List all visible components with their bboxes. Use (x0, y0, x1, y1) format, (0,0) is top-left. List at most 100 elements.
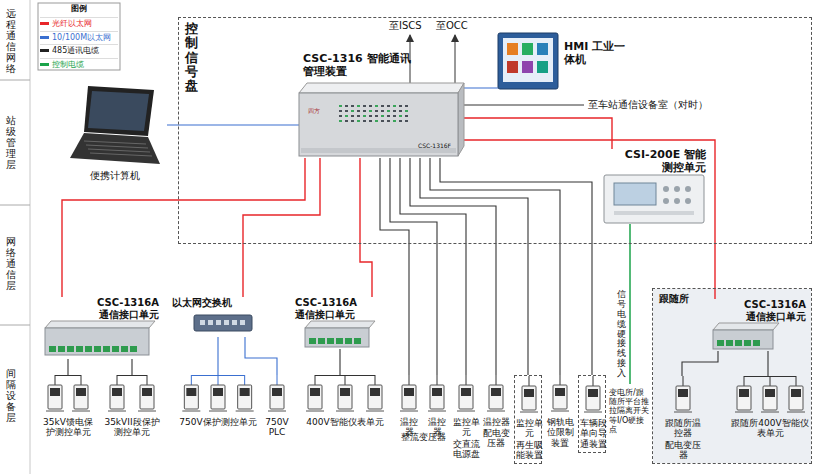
device-display (310, 388, 320, 396)
screen-tile (507, 61, 518, 73)
device-base (428, 411, 446, 412)
device-base (72, 411, 90, 412)
device-display (370, 388, 380, 396)
legend-row: 10/100M以太网 (40, 31, 118, 45)
status-led (339, 105, 342, 107)
device-base (306, 411, 324, 412)
network-link (243, 158, 320, 297)
status-led (387, 110, 390, 112)
plain-label: 变电所/跟随所平台推拉隔离开关等I/O硬接点 (609, 388, 649, 434)
field-device: 35kV馈电保护测控单元 (42, 375, 94, 441)
terminal-block (327, 338, 334, 344)
laptop-base (70, 133, 160, 164)
field-device: 跟随所400V智能仪表单元 (731, 376, 809, 442)
status-led (369, 115, 372, 117)
status-led (381, 105, 384, 107)
device-icon (368, 385, 382, 409)
bus-drop (496, 375, 497, 385)
plain-label: 远程通信网络 (6, 8, 16, 74)
device-node: 以太网交换机 (172, 297, 257, 337)
switch-port (216, 320, 221, 325)
device-display (142, 388, 152, 396)
device-picture (262, 375, 292, 415)
terminal-block (103, 346, 110, 352)
device-icon (238, 385, 252, 409)
terminal-block (309, 338, 316, 344)
device-icon (184, 385, 198, 409)
legend-swatch (40, 36, 49, 39)
band-divider (0, 205, 30, 206)
switch-port (240, 320, 245, 325)
device-picture (663, 376, 703, 416)
legend-box (38, 3, 120, 70)
node-label: 钢轨电位限制装置 (546, 417, 574, 448)
field-device: 750V PLC (262, 375, 292, 441)
bus-drop (437, 375, 438, 385)
status-led (399, 115, 402, 117)
status-led (381, 110, 384, 112)
device-display (765, 389, 775, 397)
device-display (50, 388, 60, 396)
node-label: 再生吸能装置 (515, 440, 543, 461)
bus-drop (117, 375, 118, 385)
terminal-block (753, 340, 760, 346)
status-led (357, 105, 360, 107)
bus-drop (218, 375, 219, 385)
uplink-arrow (455, 35, 456, 84)
status-led (399, 110, 402, 112)
device-icon (489, 385, 503, 409)
plain-label: 图例 (38, 4, 120, 13)
legend-swatch (40, 22, 49, 25)
status-led (375, 110, 378, 112)
node-label: CSC-1316A 通信接口单元 (295, 297, 369, 320)
node-label: 便携计算机 (62, 170, 167, 182)
device-icon (676, 386, 690, 410)
device-display (404, 388, 414, 396)
bus-drop (244, 375, 245, 385)
legend-swatch (40, 63, 49, 66)
network-link (62, 158, 305, 297)
terminal-block (76, 346, 83, 352)
status-led (357, 120, 360, 122)
bus-drop (191, 375, 192, 385)
legend-text: 485通讯电缆 (52, 46, 99, 55)
node-label: CSC-1316 智能通讯管理装置 (303, 53, 411, 78)
device-display (491, 388, 501, 396)
screen-tile (507, 43, 518, 55)
monitor-screen (503, 38, 553, 82)
status-led (369, 120, 372, 122)
bus-drop (55, 375, 56, 385)
plain-label: CSC-1316F (418, 143, 451, 150)
status-led (405, 120, 408, 122)
node-label: CSC-1316A 通信接口单元 (732, 299, 806, 322)
status-led (375, 120, 378, 122)
field-device: 750V保护测控单元 (178, 375, 258, 431)
device-icon (211, 385, 225, 409)
node-label: 配电变压器 (482, 428, 510, 449)
device-base (336, 411, 354, 412)
legend-text: 10/100M以太网 (52, 33, 111, 42)
band-divider (0, 80, 30, 81)
terminal-block (735, 340, 742, 346)
network-link (464, 118, 612, 149)
status-led (345, 110, 348, 112)
device-display (272, 388, 282, 396)
terminal-block (58, 346, 65, 352)
device-node: HMI 工业一体机 (498, 33, 628, 91)
status-led (345, 115, 348, 117)
network-link (217, 337, 218, 375)
field-device: 35kVII段保护测控单元 (102, 375, 162, 441)
unit-front (713, 330, 773, 349)
device-icon (459, 385, 473, 409)
device-picture (102, 375, 162, 415)
plain-label: 四方 (308, 108, 320, 115)
device-base (584, 412, 602, 413)
status-led (363, 120, 366, 122)
legend-text: 光纤以太网 (52, 19, 92, 28)
status-led (363, 105, 366, 107)
device-node: CSC-1316A 通信接口单元 (40, 297, 160, 359)
status-led (339, 115, 342, 117)
control-cable (629, 224, 631, 384)
bus-drop (529, 376, 530, 386)
device-icon (48, 385, 62, 409)
